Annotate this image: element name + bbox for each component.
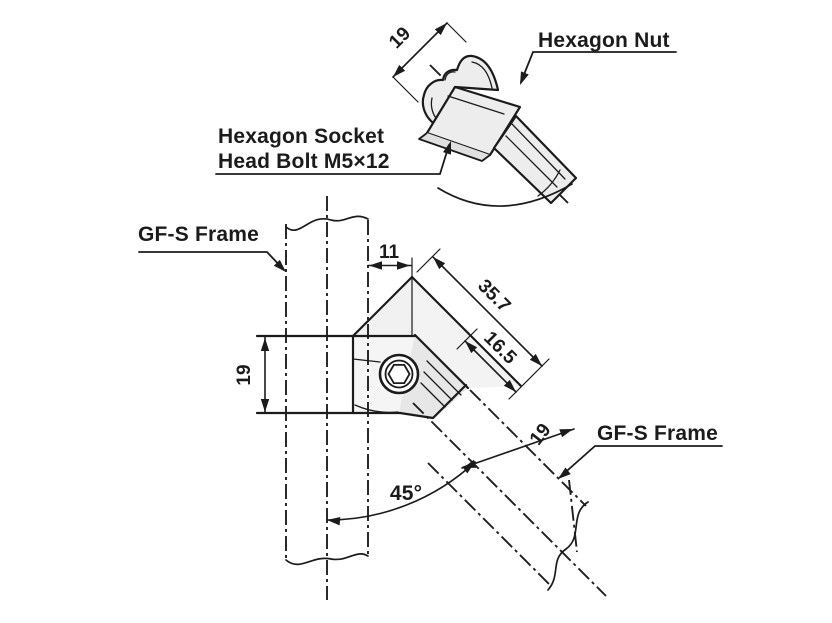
vertical-frame: [285, 196, 369, 600]
label-socket-bolt: Hexagon Socket Head Bolt M5×12: [215, 125, 451, 175]
dim-text-height: 19: [234, 364, 255, 385]
svg-text:GF-S Frame: GF-S Frame: [597, 422, 718, 445]
svg-text:Hexagon Socket: Hexagon Socket: [218, 125, 384, 148]
gfs-left-leader: [138, 251, 285, 271]
label-gfs-frame-left: GF-S Frame: [138, 223, 286, 272]
svg-text:GF-S Frame: GF-S Frame: [138, 223, 259, 246]
hexagon-nut-leader: [520, 51, 677, 83]
bolt-shaft: [492, 114, 578, 205]
bolt-tip-edge: [431, 383, 468, 420]
bolt-shaft-threads: [420, 360, 462, 408]
dim-angle-45: 45°: [326, 461, 476, 526]
frame-break-bottom: [285, 553, 369, 566]
head-circle-arc: [437, 183, 573, 207]
connector-bevel-left: [351, 275, 414, 338]
svg-text:Head Bolt M5×12: Head Bolt M5×12: [218, 150, 390, 173]
socket-bolt-leader: [215, 144, 450, 175]
diagonal-frame-centerline: [412, 402, 607, 597]
svg-text:Hexagon Nut: Hexagon Nut: [538, 29, 670, 52]
frame-break-top: [285, 215, 369, 231]
diagonal-frame: [412, 389, 607, 597]
socket-bolt-head: [378, 353, 420, 395]
dim-text-offset: 11: [379, 242, 400, 263]
dim-text-angle: 45°: [390, 482, 422, 505]
dim-text-nut-width: 19: [385, 23, 415, 53]
connector-body: [255, 275, 523, 420]
nut-bolt-assembly: [418, 54, 578, 207]
label-gfs-frame-right: GF-S Frame: [558, 422, 723, 479]
dim-connector-offset: 11: [367, 242, 413, 337]
hex-socket: [387, 363, 411, 385]
diagonal-frame-break: [547, 501, 589, 591]
dim-text-diagonal: 35.7: [473, 276, 514, 317]
connector-diagonal-edge: [410, 275, 523, 388]
dim-frame-width: 19: [461, 420, 575, 469]
label-hexagon-nut: Hexagon Nut: [520, 29, 677, 85]
dim-connector-height: 19: [234, 336, 270, 414]
connector-tongue-edge: [413, 333, 470, 390]
gfs-right-leader: [559, 445, 723, 478]
